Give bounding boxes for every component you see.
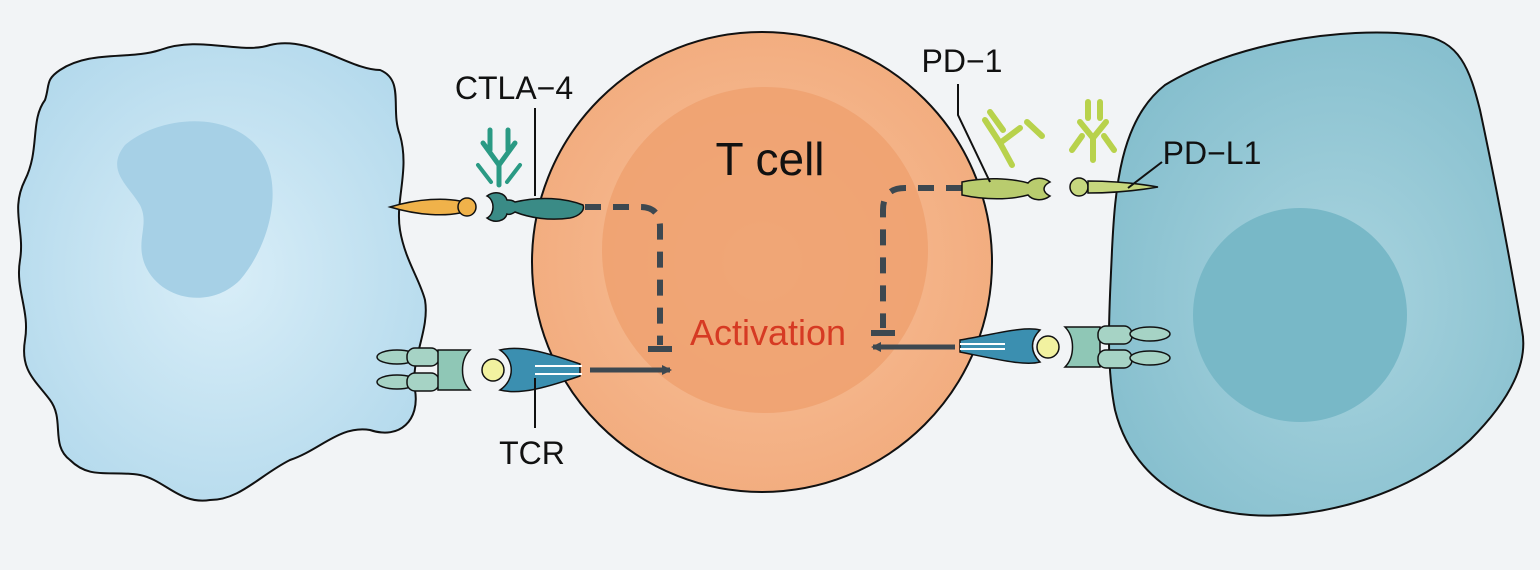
t-cell-label: T cell bbox=[715, 133, 824, 185]
tcr-label: TCR bbox=[499, 435, 565, 471]
pd1-leader-line bbox=[957, 84, 991, 183]
left-antigen-peptide bbox=[481, 358, 505, 382]
anti-ctla4-antibody bbox=[476, 127, 522, 188]
tcr-receptor bbox=[498, 347, 582, 393]
pd1-inhibitory-signal bbox=[880, 185, 962, 328]
t-cell-nucleus bbox=[602, 87, 928, 413]
pdl1-label: PD−L1 bbox=[1163, 135, 1262, 171]
antigen-presenting-cell bbox=[17, 42, 427, 502]
right-tcr-receptor bbox=[959, 328, 1042, 365]
anti-pd1-antibody bbox=[982, 109, 1045, 168]
pd1-label: PD−1 bbox=[922, 43, 1003, 79]
right-mhc-complex bbox=[1063, 325, 1171, 369]
pd1-receptor bbox=[961, 177, 1052, 201]
activation-label: Activation bbox=[690, 312, 846, 353]
tumor-cell bbox=[1107, 31, 1525, 517]
pdl1-leader-line bbox=[1127, 161, 1163, 189]
tumor-nucleus bbox=[1193, 208, 1407, 422]
ctla4-inhibitory-signal bbox=[585, 204, 663, 345]
ctla4-label: CTLA−4 bbox=[455, 70, 573, 106]
anti-pdl1-antibody bbox=[1069, 99, 1117, 163]
pdl1-ligand bbox=[1069, 177, 1159, 197]
b7-ligand bbox=[387, 197, 477, 217]
t-cell bbox=[531, 31, 993, 493]
ctla4-receptor bbox=[485, 192, 585, 222]
apc-nucleus bbox=[117, 121, 273, 298]
left-mhc-complex bbox=[376, 347, 472, 392]
right-antigen-peptide bbox=[1036, 335, 1060, 359]
